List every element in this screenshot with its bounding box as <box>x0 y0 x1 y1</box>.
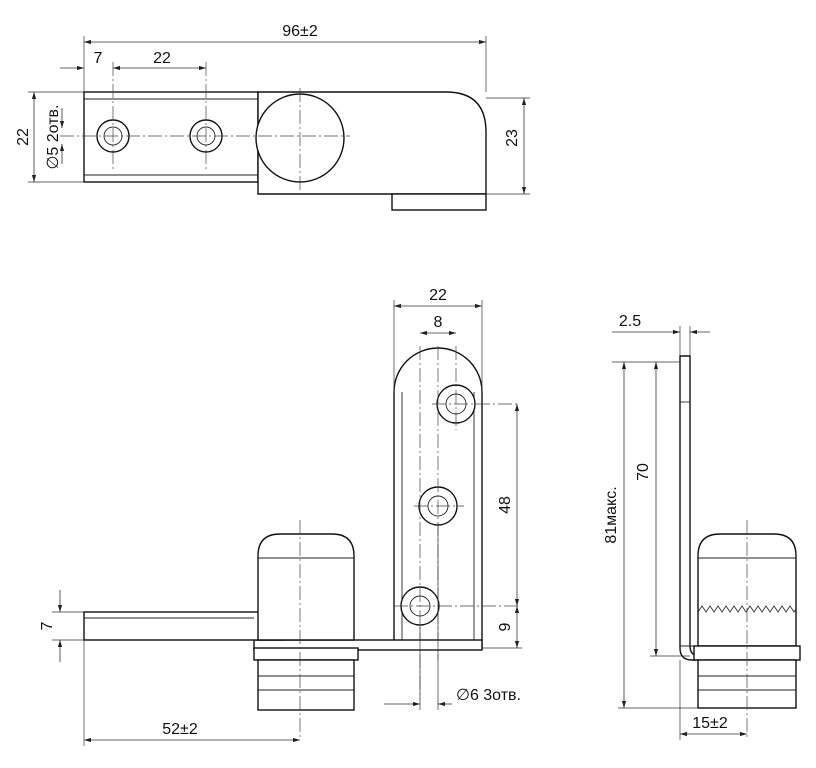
dim-bracket-holes: ∅6 3отв. <box>456 687 521 704</box>
front-view <box>83 346 520 740</box>
dim-height-max: 81макс. <box>603 486 620 543</box>
dim-hole-spacing: 22 <box>153 50 171 67</box>
side-dimensions: 2.5 70 81макс. 15±2 <box>603 313 747 740</box>
dim-bracket-hole-offset: 8 <box>434 314 443 331</box>
pivot-cap <box>257 533 355 641</box>
dim-plate-thickness: 7 <box>39 621 56 630</box>
top-dimensions: 96±2 7 22 22 ∅5 2отв. 23 <box>15 23 530 195</box>
dim-top-holes: ∅5 2отв. <box>45 105 62 170</box>
pivot-pin <box>257 659 355 711</box>
front-dimensions: 22 8 48 9 ∅6 3отв. 7 52±2 <box>39 287 522 746</box>
top-view <box>60 62 487 211</box>
base-strip <box>253 639 483 651</box>
side-view <box>679 355 801 740</box>
dim-bracket-width: 22 <box>429 287 447 304</box>
top-tab <box>391 193 487 211</box>
dim-head-height: 23 <box>504 129 521 147</box>
dim-hole-offset: 7 <box>94 50 103 67</box>
dim-height-inner: 70 <box>635 463 652 481</box>
knurl-pattern <box>697 605 797 613</box>
dim-arm-length: 52±2 <box>162 721 198 738</box>
dim-pivot-offset: 15±2 <box>692 715 728 732</box>
dim-bracket-hole-spacing: 48 <box>497 496 514 514</box>
dim-sheet-thickness: 2.5 <box>619 313 641 330</box>
arm-plate <box>83 611 285 641</box>
dim-plate-width: 22 <box>15 128 32 146</box>
dim-bracket-bottom: 9 <box>497 622 514 631</box>
dim-overall-length: 96±2 <box>282 23 318 40</box>
